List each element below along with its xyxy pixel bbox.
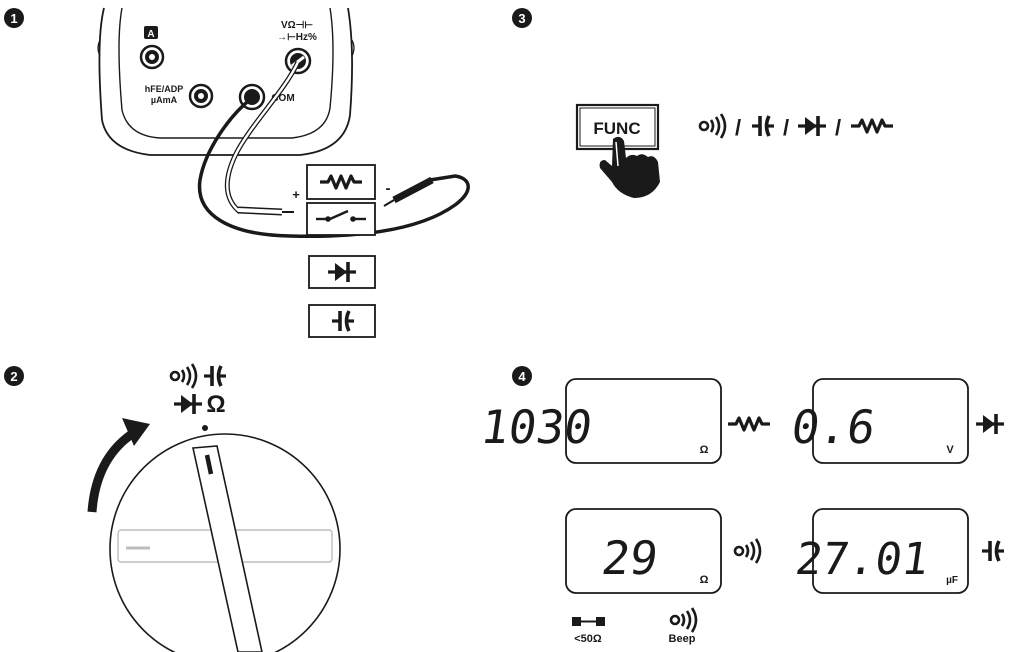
- lcd-display-resistance: 1030 Ω: [477, 378, 772, 464]
- minus-sign: -: [386, 180, 391, 197]
- hfe-jack-label-1: hFE/ADP: [145, 84, 184, 94]
- capacitor-icon: [980, 539, 1006, 563]
- amp-jack[interactable]: A: [139, 26, 165, 70]
- diode-icon: [796, 114, 828, 138]
- step-3-badge: 3: [512, 8, 532, 28]
- lcd-unit: µF: [946, 575, 958, 586]
- rotary-dial[interactable]: [109, 433, 341, 652]
- beep-icon: [733, 537, 762, 565]
- rotate-arrow: [87, 418, 150, 513]
- lcd-reading: 29: [598, 531, 661, 585]
- step-3-number: 3: [518, 11, 525, 26]
- lcd-reading: 27.01: [792, 534, 932, 585]
- black-test-lead: [197, 96, 470, 239]
- resistor-icon: [849, 118, 895, 134]
- beep-icon: [169, 362, 198, 390]
- lcd-reading: 0.6: [788, 400, 879, 454]
- step-4-badge: 4: [512, 366, 532, 386]
- diode-icon: [974, 412, 1006, 436]
- com-jack-label: COM: [271, 93, 294, 104]
- capacitor-box: [308, 304, 376, 338]
- continuity-note: <50Ω Beep: [572, 606, 698, 645]
- short-circuit-icon: [572, 617, 605, 626]
- step-4-number: 4: [518, 369, 526, 384]
- lcd-display-diode: 0.6 V: [788, 378, 1006, 464]
- step-1-number: 1: [10, 11, 17, 26]
- meter-body: [97, 7, 355, 156]
- step-2-number: 2: [10, 369, 17, 384]
- amp-jack-label: A: [147, 29, 154, 40]
- separator: /: [735, 115, 741, 140]
- ohm-symbol: Ω: [206, 391, 225, 418]
- beep-icon: [669, 606, 698, 634]
- volt-jack-label-1: VΩ⊣⊢: [281, 20, 313, 31]
- hfe-jack-label-2: µAmA: [151, 95, 178, 105]
- resistor-icon: [726, 416, 772, 432]
- volt-jack-label-2: →⊢Hz%: [277, 32, 317, 43]
- plus-sign: +: [292, 187, 300, 202]
- switch-icon: [316, 209, 366, 222]
- dial-symbols: Ω: [169, 362, 228, 431]
- step-1-badge: 1: [4, 8, 24, 28]
- separator: /: [783, 115, 789, 140]
- dial-pointer: [192, 445, 263, 652]
- beep-icon: [698, 112, 727, 140]
- separator: /: [835, 115, 841, 140]
- lcd-display-capacitance: 27.01 µF: [792, 508, 1006, 594]
- function-cycle-sequence: / / /: [698, 112, 895, 140]
- resistor-box: [306, 164, 376, 200]
- lcd-unit: V: [946, 444, 954, 456]
- lcd-unit: Ω: [700, 574, 709, 586]
- threshold-label: <50Ω: [574, 633, 602, 645]
- beep-label: Beep: [669, 633, 696, 645]
- capacitor-icon: [750, 114, 776, 138]
- lcd-display-continuity: 29 Ω: [565, 508, 762, 594]
- step-2-badge: 2: [4, 366, 24, 386]
- pointing-hand-icon: [599, 136, 660, 198]
- dial-position-dot: [202, 425, 208, 431]
- diode-box: [308, 255, 376, 289]
- func-button-label: FUNC: [593, 119, 640, 138]
- switch-box: [306, 202, 376, 236]
- diode-icon: [172, 392, 204, 416]
- lcd-unit: Ω: [700, 444, 709, 456]
- lcd-reading: 1030: [477, 400, 595, 454]
- gray-test-lead: [224, 60, 301, 216]
- hfe-jack[interactable]: hFE/ADP µAmA: [145, 83, 214, 109]
- capacitor-icon: [202, 364, 228, 388]
